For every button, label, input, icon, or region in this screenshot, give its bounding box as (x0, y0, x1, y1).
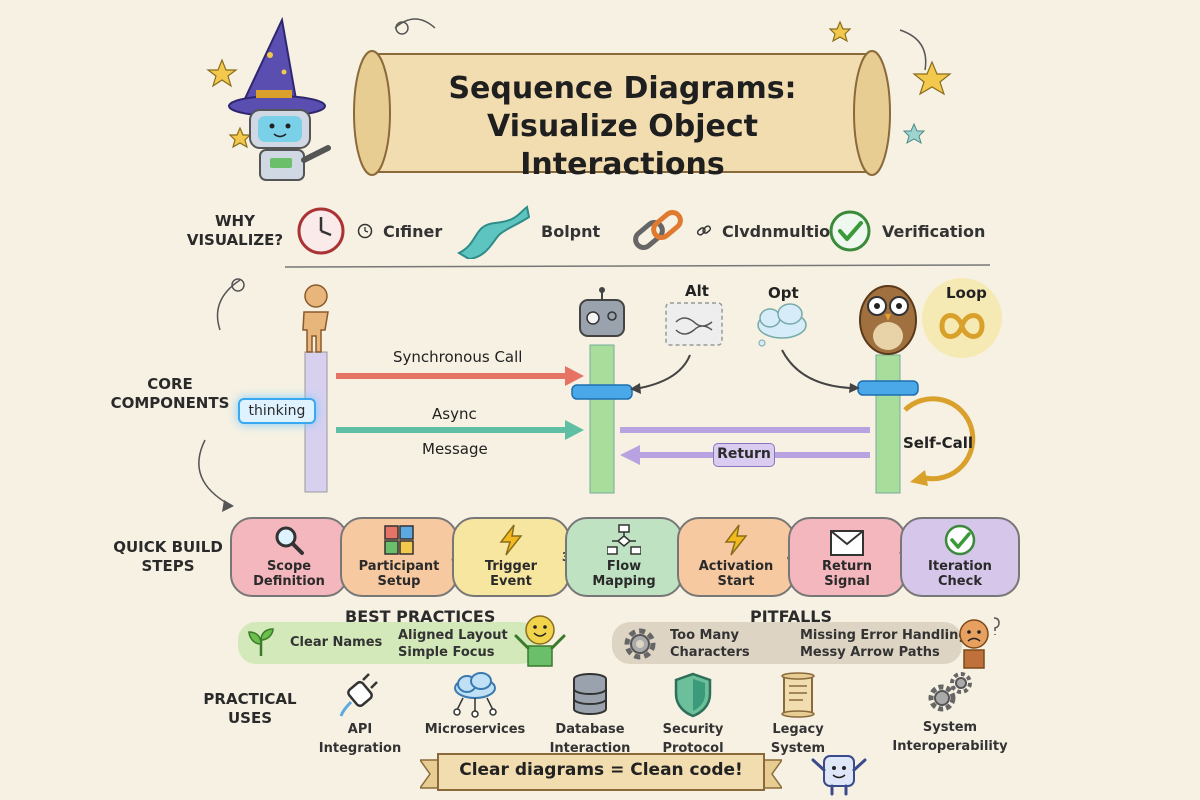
thinking-badge: thinking (238, 398, 316, 424)
why-item-river: Bolpnt (455, 203, 600, 259)
gears-icon (928, 672, 972, 712)
step-trigger-event: Trigger Event (452, 517, 570, 597)
database-icon (573, 673, 607, 715)
star-icon (228, 126, 252, 149)
use-database-interaction: Database Interaction (525, 672, 655, 756)
title-line-1: Sequence Diagrams: (448, 71, 797, 106)
sequence-diagram (302, 278, 1002, 494)
checkmark-icon (944, 524, 976, 556)
why-item-clock: Cıfiner (295, 203, 442, 259)
infinity-icon (939, 313, 985, 339)
flowchart-icon (607, 524, 641, 555)
use-system-interoperability: System Interoperability (875, 670, 1025, 754)
robot-participant-icon (579, 287, 625, 337)
gear-icon (624, 628, 656, 660)
pitfalls-panel (612, 622, 962, 664)
step-return-signal: Return Signal (788, 517, 906, 597)
pitfall-2: Missing Error Handling (800, 628, 968, 643)
pitfalls-heading: PITFALLS (750, 607, 832, 626)
why-item-verification: Verification (828, 203, 985, 259)
step-flow-mapping: Flow Mapping (565, 517, 683, 597)
envelope-icon (830, 530, 864, 556)
footer-text: Clear diagrams = Clean code! (459, 760, 743, 780)
opt-label: Opt (768, 284, 799, 302)
small-chain-icon (696, 225, 712, 236)
use-security-protocol: Security Protocol (628, 672, 758, 756)
step-scope-definition: Scope Definition (230, 517, 348, 597)
worried-character-icon (959, 617, 1000, 669)
small-clock-icon (357, 223, 373, 239)
title-scroll (353, 50, 891, 176)
cloud-network-icon (453, 672, 497, 718)
sync-call-label: Synchronous Call (393, 348, 523, 366)
step-activation-start: Activation Start (677, 517, 795, 597)
star-icon (912, 60, 952, 96)
best-practices-panel (238, 622, 538, 664)
scroll-icon (781, 672, 815, 718)
star-icon (828, 20, 852, 43)
why-label-4: Verification (882, 221, 986, 241)
shield-icon (674, 672, 712, 718)
page-title: Sequence Diagrams: Visualize Object Inte… (380, 70, 865, 184)
best-practice-1: Clear Names (290, 635, 383, 650)
alt-label: Alt (685, 282, 709, 300)
cube-mascot-icon (811, 755, 867, 796)
plug-icon (339, 673, 378, 717)
alt-fragment-icon (665, 302, 723, 346)
lightning-icon (724, 524, 748, 556)
puzzle-icon (384, 525, 414, 555)
chain-link-icon (633, 210, 683, 250)
star-icon (206, 58, 238, 88)
why-item-chain: Clvdnmultion (630, 203, 842, 259)
use-api-integration: API Integration (295, 672, 425, 756)
section-why-label: WHY VISUALIZE? (186, 212, 284, 249)
use-legacy-system: Legacy System (733, 672, 863, 756)
pitfall-3: Messy Arrow Paths (800, 645, 940, 660)
step-participant-setup: Participant Setup (340, 517, 458, 597)
clock-icon (297, 207, 345, 255)
best-practice-2: Aligned Layout (398, 628, 508, 643)
footer-banner (420, 753, 782, 791)
lightning-icon (499, 524, 523, 556)
section-uses-label: PRACTICAL USES (203, 690, 297, 727)
async-label-line2: Message (422, 440, 488, 458)
step-iteration-check: Iteration Check (900, 517, 1020, 597)
checkmark-icon (829, 210, 871, 252)
title-line-2: Visualize Object Interactions (487, 109, 758, 182)
why-label-1: Cıfiner (383, 221, 443, 241)
section-steps-label: QUICK BUILD STEPS (113, 538, 223, 575)
why-label-2: Bolpnt (541, 221, 601, 241)
best-practices-heading: BEST PRACTICES (345, 607, 496, 626)
use-microservices: Microservices (410, 672, 540, 741)
activation-box (571, 384, 633, 400)
return-badge: Return (713, 443, 775, 467)
activation-box (857, 380, 919, 396)
loop-label: Loop (946, 284, 987, 302)
best-practice-3: Simple Focus (398, 645, 495, 660)
wizard-robot-mascot (228, 16, 331, 181)
happy-character-icon (514, 615, 566, 667)
section-core-label: CORE COMPONENTS (110, 375, 230, 412)
river-icon (456, 205, 531, 259)
opt-cloud-icon (757, 303, 807, 347)
sprout-icon (248, 628, 274, 656)
pitfall-1-line2: Characters (670, 645, 750, 660)
self-call-label: Self-Call (903, 434, 974, 452)
person-participant-icon (302, 284, 329, 353)
magnifier-icon (275, 526, 304, 555)
star-icon (902, 122, 926, 145)
pitfall-1-line1: Too Many (670, 628, 739, 643)
async-label-line1: Async (432, 405, 477, 423)
why-label-3: Clvdnmultion (722, 221, 842, 241)
owl-participant-icon (859, 285, 917, 355)
